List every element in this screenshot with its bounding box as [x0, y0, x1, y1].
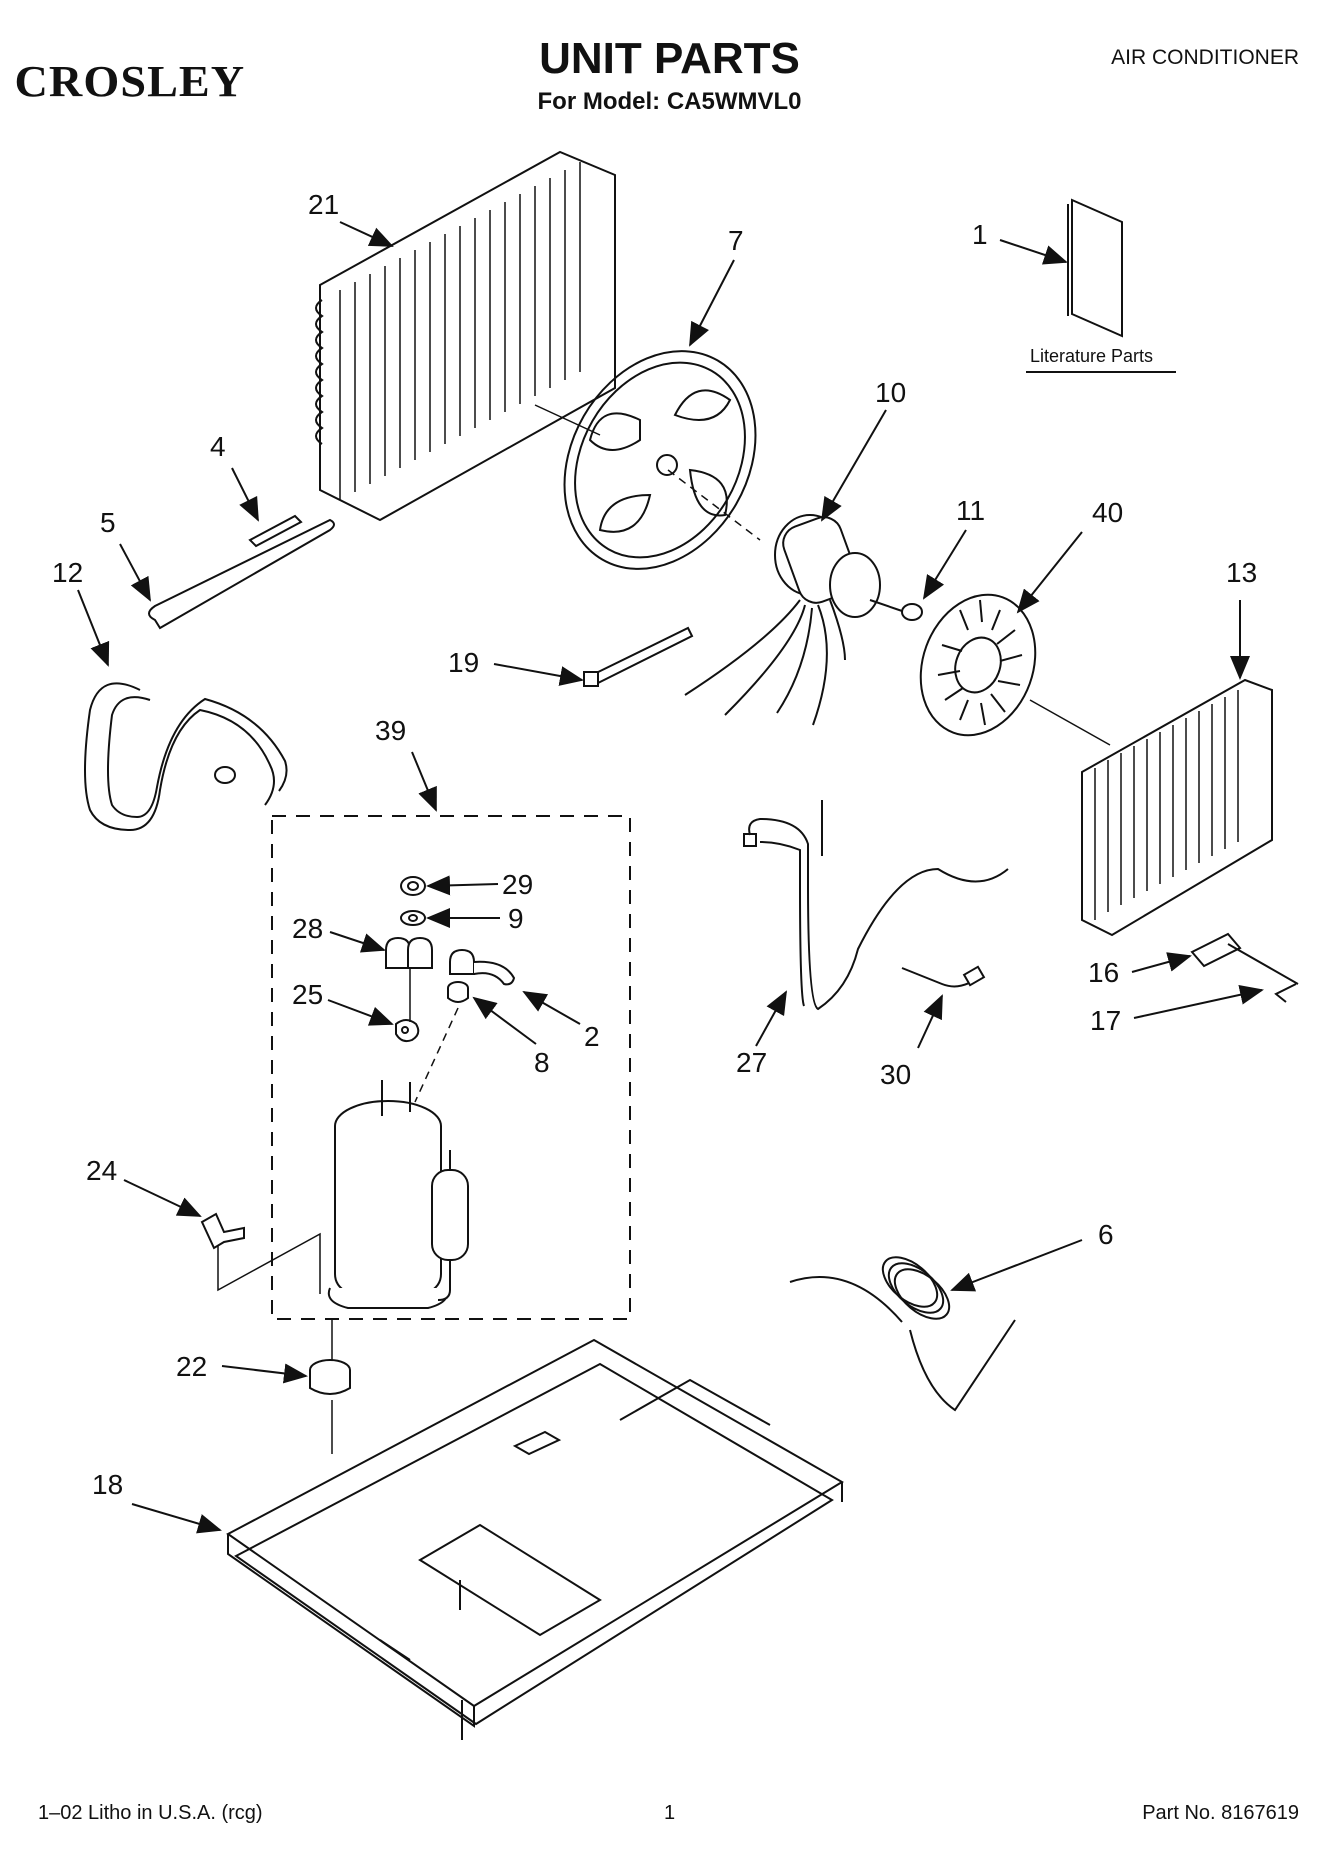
leader-11	[922, 529, 967, 600]
compressor-grommet	[309, 1359, 351, 1395]
heater-element	[148, 514, 335, 630]
thermostat-clip	[1190, 932, 1299, 1003]
leader-16	[1131, 952, 1192, 973]
callout-13: 13	[1226, 557, 1257, 588]
part-number: Part No. 8167619	[1142, 1802, 1299, 1824]
evaporator-coil	[1081, 678, 1273, 937]
alignment-line-fan-motor	[667, 469, 761, 541]
leader-4	[231, 467, 259, 522]
callout-24: 24	[86, 1155, 117, 1186]
callout-12: 12	[52, 557, 83, 588]
overload-spacer	[447, 981, 469, 1003]
leader-25	[327, 999, 394, 1026]
model-line: For Model: CA5WMVL0	[537, 88, 802, 115]
callout-21: 21	[308, 189, 339, 220]
callout-8: 8	[534, 1047, 550, 1078]
callout-11: 11	[956, 495, 985, 526]
literature-parts-label: Literature Parts	[1030, 346, 1153, 366]
leader-24	[123, 1179, 202, 1217]
literature-booklet	[1067, 198, 1123, 338]
callout-4: 4	[210, 431, 226, 462]
callout-30: 30	[880, 1059, 911, 1090]
leader-10	[820, 409, 887, 522]
callout-22: 22	[176, 1351, 207, 1382]
callout-40: 40	[1092, 497, 1123, 528]
leader-17	[1133, 984, 1264, 1019]
leader-7	[689, 259, 735, 347]
alignment-line-coil-fan	[534, 404, 601, 436]
callout-6: 6	[1098, 1219, 1114, 1250]
page-number: 1	[663, 1802, 676, 1824]
alignment-line-bracket	[217, 1232, 321, 1294]
leader-12	[77, 589, 110, 667]
leader-8	[472, 996, 537, 1045]
callout-19: 19	[448, 647, 479, 678]
leader-6	[950, 1239, 1083, 1292]
callout-2: 2	[584, 1021, 600, 1052]
callout-27: 27	[736, 1047, 767, 1078]
print-info: 1–02 Litho in U.S.A. (rcg)	[38, 1802, 263, 1824]
overload-protector	[449, 948, 516, 986]
tubing-assembly	[743, 800, 1009, 1011]
leader-29	[426, 875, 499, 896]
callout-5: 5	[100, 507, 116, 538]
alignment-line-blower-evap	[1029, 699, 1111, 746]
terminal-nut	[400, 876, 426, 896]
callout-9: 9	[508, 903, 524, 934]
callout-10: 10	[875, 377, 906, 408]
motor-nut	[901, 603, 923, 621]
leader-30	[917, 994, 943, 1049]
leader-22	[221, 1363, 308, 1384]
callout-1: 1	[972, 219, 988, 250]
compressor	[327, 1080, 469, 1309]
blower-wheel	[919, 593, 1037, 737]
brand-logo: CROSLEY	[14, 57, 246, 106]
mounting-bracket	[200, 1212, 245, 1250]
leader-18	[131, 1503, 222, 1534]
leader-40	[1016, 531, 1083, 614]
washer	[400, 910, 426, 926]
fan-blade-shroud	[563, 350, 757, 570]
callout-29: 29	[502, 869, 533, 900]
compressor-assembly-group	[271, 815, 631, 1320]
sensing-bulb	[789, 1256, 1016, 1412]
callout-39: 39	[375, 715, 406, 746]
terminal-gasket	[395, 968, 420, 1043]
leader-1	[999, 239, 1068, 265]
fan-motor	[684, 514, 906, 726]
cable-tie	[583, 626, 694, 687]
callout-16: 16	[1088, 957, 1119, 988]
callout-18: 18	[92, 1469, 123, 1500]
product-category: AIR CONDITIONER	[1111, 46, 1299, 69]
callout-25: 25	[292, 979, 323, 1010]
callout-28: 28	[292, 913, 323, 944]
leader-2	[522, 991, 581, 1025]
drain-fitting	[901, 965, 986, 988]
terminal-cover	[385, 936, 433, 969]
callout-17: 17	[1090, 1005, 1121, 1036]
leader-39	[411, 751, 437, 812]
alignment-line-overload	[414, 1007, 459, 1103]
condenser-coil	[315, 150, 616, 522]
callout-7: 7	[728, 225, 744, 256]
leader-21	[339, 221, 394, 247]
leader-19	[493, 663, 584, 686]
leader-27	[755, 990, 787, 1047]
base-pan	[226, 1338, 844, 1740]
discharge-tube	[84, 682, 288, 832]
leader-5	[119, 543, 151, 602]
leader-28	[329, 931, 386, 953]
page-title: UNIT PARTS	[539, 34, 800, 83]
